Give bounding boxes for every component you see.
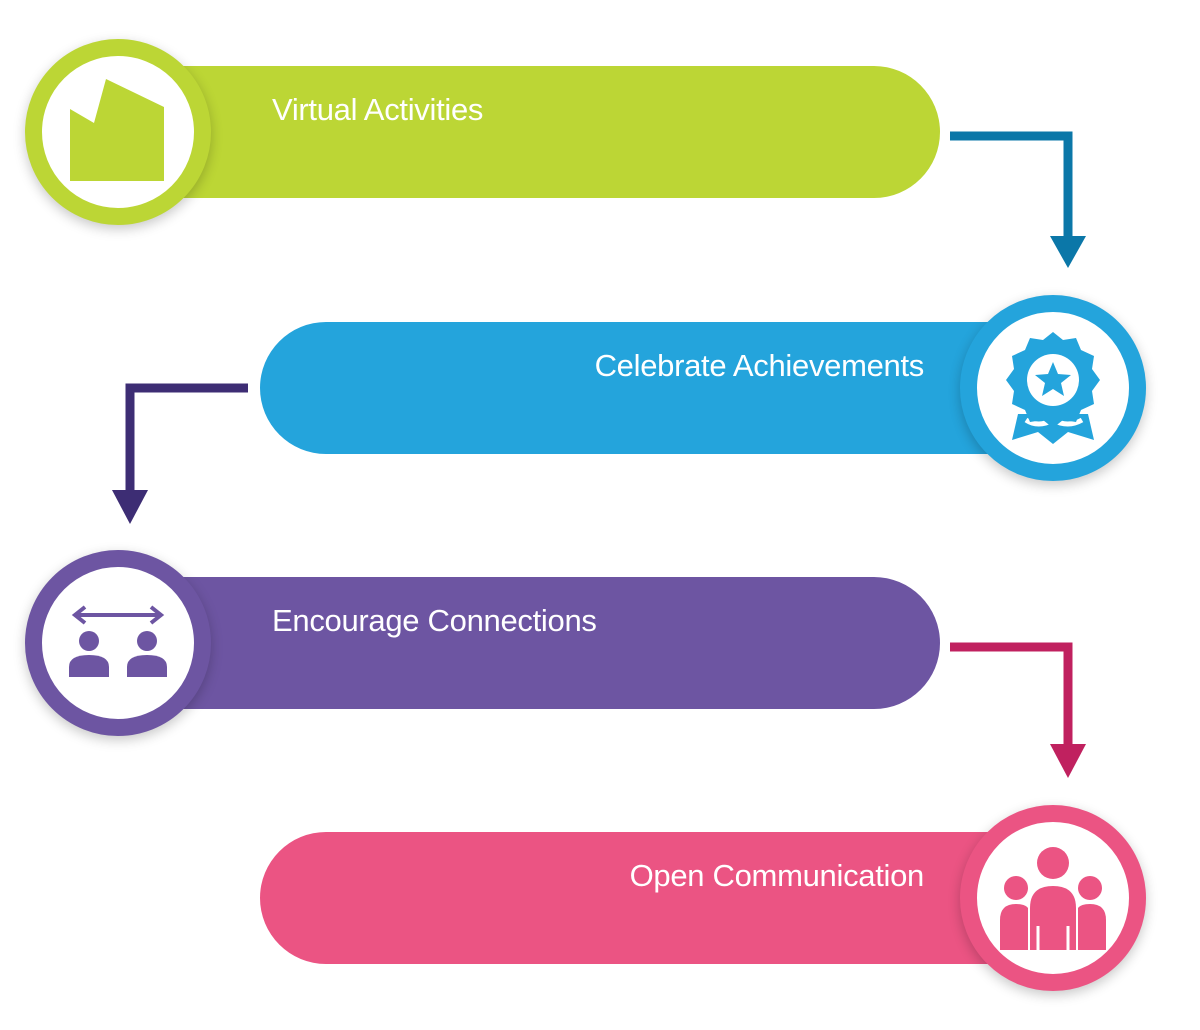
step-3-label: Encourage Connections <box>272 603 597 638</box>
step-3-bar: Encourage Connections <box>150 577 940 709</box>
step-2-circle <box>960 295 1146 481</box>
arrow-1-to-2 <box>950 131 1086 268</box>
factory-icon <box>70 79 166 185</box>
step-1-bar: Virtual Activities <box>150 66 940 198</box>
group-icon <box>998 846 1108 950</box>
step-4-bar: Open Communication <box>260 832 1050 964</box>
step-4-circle <box>960 805 1146 991</box>
step-4-label: Open Communication <box>629 858 925 893</box>
award-badge-icon <box>998 328 1108 448</box>
step-3-circle <box>25 550 211 736</box>
step-1-label: Virtual Activities <box>272 92 484 127</box>
step-2-label: Celebrate Achievements <box>594 348 925 383</box>
arrow-2-to-3 <box>112 383 248 524</box>
step-1-circle <box>25 39 211 225</box>
step-2-bar: Celebrate Achievements <box>260 322 1050 454</box>
arrow-3-to-4 <box>950 642 1086 778</box>
connected-people-icon <box>63 603 173 683</box>
